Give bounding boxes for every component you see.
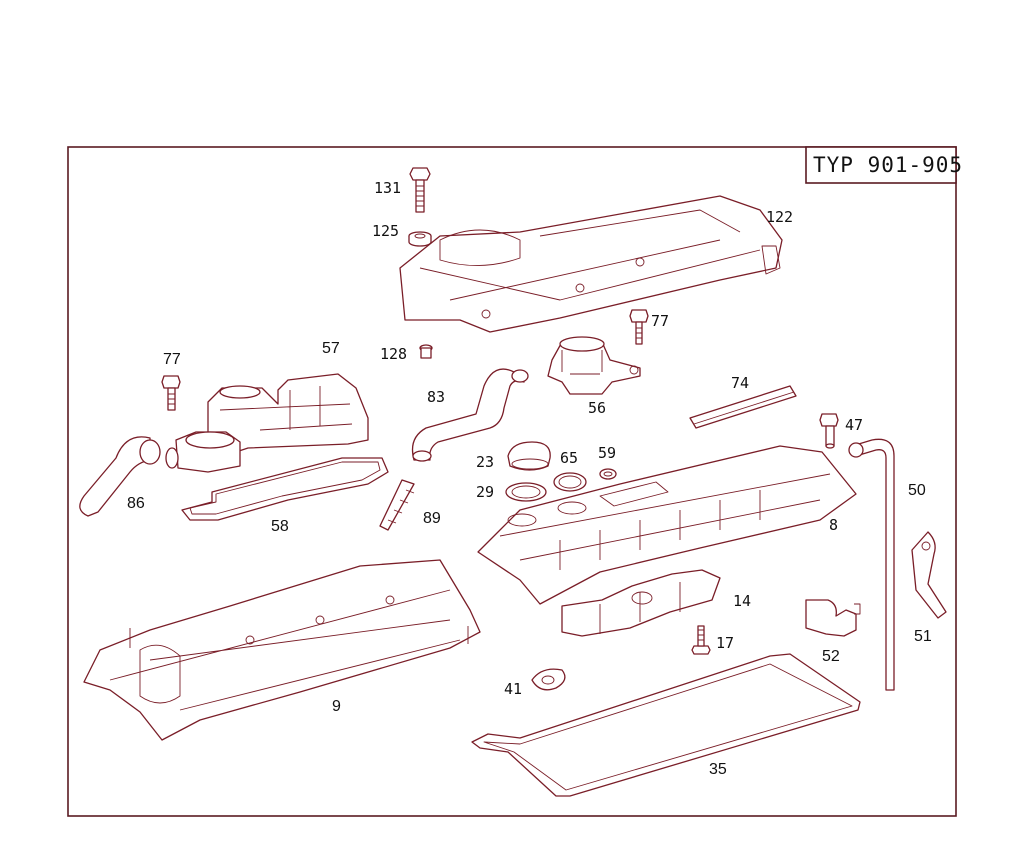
- callout-59: 59: [598, 444, 616, 462]
- part-74-shaft: [689, 385, 797, 429]
- part-58-gasket: [181, 457, 389, 521]
- part-56-oil-separator: [547, 336, 641, 395]
- part-9-lower-cover: [83, 559, 481, 741]
- part-52-clamp: [805, 599, 861, 637]
- callout-47: 47: [845, 416, 863, 434]
- callout-77-upper: 77: [651, 312, 669, 330]
- callout-86: 86: [127, 495, 145, 512]
- part-89-valve: [379, 479, 415, 531]
- callout-50: 50: [908, 482, 926, 499]
- part-14-camshaft: [561, 569, 721, 637]
- callout-14: 14: [733, 592, 751, 610]
- callout-77-left: 77: [163, 351, 181, 368]
- callout-65: 65: [560, 449, 578, 467]
- callout-9: 9: [332, 698, 341, 715]
- part-128-screw: [419, 344, 433, 359]
- part-29-seal-ring: [505, 482, 547, 502]
- callout-52: 52: [822, 648, 840, 665]
- part-23-oil-cap: [507, 441, 551, 471]
- part-65-seal-ring: [553, 472, 587, 492]
- callout-122: 122: [766, 208, 793, 226]
- part-8-head-cover: [477, 445, 857, 605]
- type-label-text: TYP 901-905: [813, 153, 963, 177]
- part-122-top-cover: [399, 195, 783, 333]
- diagram-frame: [67, 146, 957, 817]
- callout-57: 57: [322, 340, 340, 357]
- callout-131: 131: [374, 179, 401, 197]
- callout-125: 125: [372, 222, 399, 240]
- callout-29: 29: [476, 483, 494, 501]
- part-59-seal-ring: [599, 468, 617, 480]
- callout-51: 51: [914, 628, 932, 645]
- part-51-bracket: [911, 531, 947, 619]
- part-57-housing: [175, 373, 369, 473]
- callout-41: 41: [504, 680, 522, 698]
- part-50-dipstick-tube: [848, 438, 895, 691]
- callout-83: 83: [427, 388, 445, 406]
- part-35-gasket: [471, 653, 861, 797]
- callout-8: 8: [829, 516, 838, 534]
- part-77-bolt-left: [161, 375, 181, 411]
- part-131-bolt: [409, 167, 431, 213]
- part-77-bolt-upper: [629, 309, 649, 345]
- part-125-grommet: [408, 231, 432, 247]
- callout-58: 58: [271, 518, 289, 535]
- callout-35: 35: [709, 761, 727, 778]
- part-41-seal: [531, 668, 566, 691]
- part-47-bolt: [819, 413, 839, 449]
- callout-56: 56: [588, 399, 606, 417]
- type-label: TYP 901-905: [805, 146, 963, 184]
- part-83-hose: [411, 368, 529, 462]
- callout-17: 17: [716, 634, 734, 652]
- callout-89: 89: [423, 510, 441, 527]
- part-86-pipe: [79, 436, 179, 517]
- callout-23: 23: [476, 453, 494, 471]
- callout-74: 74: [731, 374, 749, 392]
- part-17-bolt: [691, 625, 711, 655]
- callout-128: 128: [380, 345, 407, 363]
